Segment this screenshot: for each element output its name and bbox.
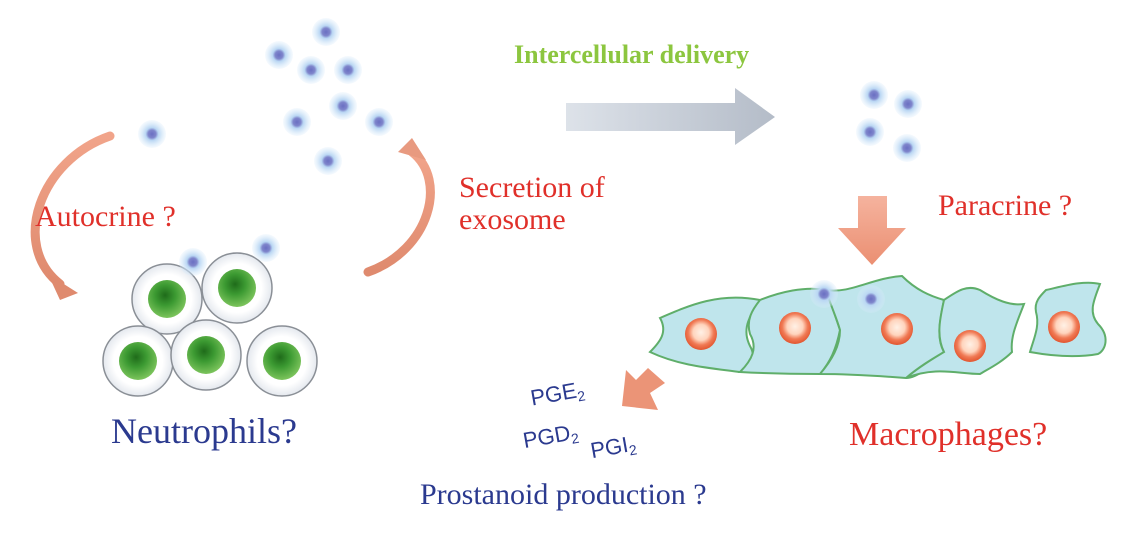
exosome-dot-icon xyxy=(265,41,293,69)
neutrophil-cell-icon xyxy=(131,263,203,335)
exosome-dot-icon xyxy=(810,280,838,308)
macrophage-cell-icon xyxy=(1028,281,1107,358)
macrophage-cell-icon xyxy=(905,286,1026,379)
pgi2-label: PGI2 xyxy=(588,431,638,466)
exosome-dot-icon xyxy=(312,18,340,46)
secretion-label-line1: Secretion of xyxy=(459,171,605,204)
neutrophil-cell-icon xyxy=(201,252,273,324)
exosome-cluster-top xyxy=(265,18,393,175)
neutrophil-cell-icon xyxy=(246,325,318,397)
neutrophils-label: Neutrophils? xyxy=(111,411,297,451)
svg-text:PGE2: PGE2 xyxy=(529,376,587,412)
exosome-dot-icon xyxy=(283,108,311,136)
exosome-cluster-right xyxy=(856,81,922,162)
pge2-label: PGE2 xyxy=(529,376,587,412)
prostanoid-arrow-icon xyxy=(622,368,665,410)
intercellular-arrow-icon xyxy=(566,88,775,145)
intercellular-delivery-label: Intercellular delivery xyxy=(514,40,749,69)
exosome-dot-icon xyxy=(334,56,362,84)
autocrine-label: Autocrine ? xyxy=(35,200,176,233)
exosome-dot-icon xyxy=(856,118,884,146)
pgd-text: PGD xyxy=(521,420,572,453)
prostanoid-production-label: Prostanoid production ? xyxy=(420,478,707,511)
exosome-dot-icon xyxy=(329,92,357,120)
neutrophil-group xyxy=(102,234,318,397)
svg-text:PGD2: PGD2 xyxy=(521,419,581,455)
exosome-dot-icon xyxy=(857,285,885,313)
svg-text:PGI2: PGI2 xyxy=(588,431,638,466)
neutrophil-cell-icon xyxy=(102,325,174,397)
macrophage-group xyxy=(648,274,1107,380)
pgi-subscript: 2 xyxy=(628,441,639,458)
pge-text: PGE xyxy=(529,378,579,411)
neutrophil-cell-icon xyxy=(170,319,242,391)
autocrine-curved-arrow-icon xyxy=(30,131,115,300)
macrophage-cell-icon xyxy=(737,287,842,376)
exosome-dot-icon xyxy=(893,134,921,162)
exosome-dot-icon xyxy=(252,234,280,262)
paracrine-arrow-icon xyxy=(838,196,906,265)
exosome-dot-icon xyxy=(860,81,888,109)
macrophage-cell-icon xyxy=(817,274,946,380)
macrophages-label: Macrophages? xyxy=(849,416,1047,453)
exosome-dot-icon xyxy=(365,108,393,136)
secretion-label-line2: exosome xyxy=(459,203,566,236)
exosome-dot-icon xyxy=(297,56,325,84)
pgi-text: PGI xyxy=(588,432,630,463)
secretion-curved-arrow-icon xyxy=(363,138,435,277)
pgd-subscript: 2 xyxy=(570,430,581,447)
macrophage-cell-icon xyxy=(648,296,762,374)
exosome-dot-icon xyxy=(894,90,922,118)
pgd2-label: PGD2 xyxy=(521,419,581,455)
paracrine-label: Paracrine ? xyxy=(938,189,1072,222)
exosome-dot-icon xyxy=(314,147,342,175)
exosome-dot-icon xyxy=(179,248,207,276)
pge-subscript: 2 xyxy=(576,387,587,404)
exosome-dot-icon xyxy=(138,120,166,148)
